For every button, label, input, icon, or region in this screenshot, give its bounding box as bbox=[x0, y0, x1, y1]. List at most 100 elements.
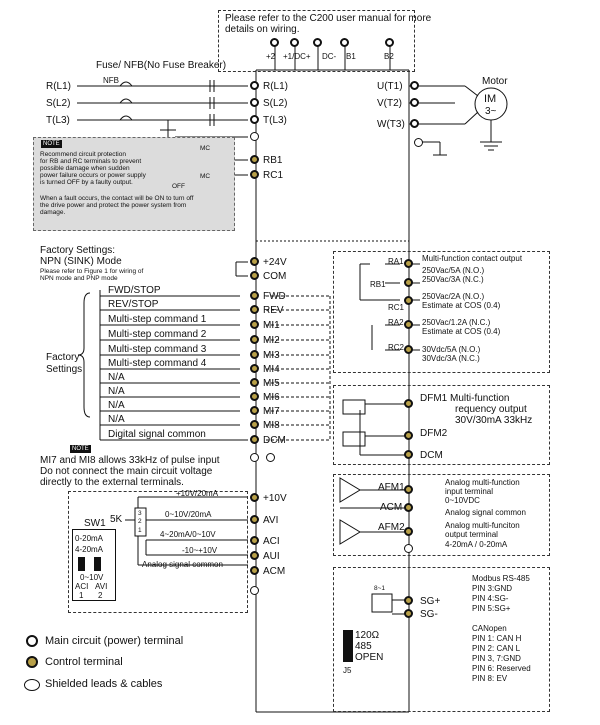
dfm-terminal bbox=[404, 431, 413, 440]
input-function: Multi-step command 2 bbox=[108, 329, 207, 340]
sw1-option: 0~10V bbox=[80, 573, 104, 582]
note-box bbox=[218, 10, 415, 72]
main-terminal-s bbox=[250, 98, 259, 107]
dfm-label: DFM2 bbox=[420, 428, 448, 439]
dip-switch[interactable] bbox=[78, 557, 85, 571]
afm-label: AFM2 bbox=[378, 522, 405, 533]
pot-pin: 1 bbox=[138, 527, 142, 534]
input-function: N/A bbox=[108, 414, 125, 425]
output-terminal-u bbox=[410, 81, 419, 90]
relay-output-section bbox=[333, 251, 550, 373]
analog-in-terminal bbox=[250, 536, 259, 545]
note-tag: NOTE bbox=[41, 140, 62, 148]
note-tag: NOTE bbox=[70, 445, 91, 453]
input-line-s: S(L2) bbox=[46, 98, 71, 109]
factory-side-label: Factory bbox=[46, 352, 80, 363]
factory-mode: NPN (SINK) Mode bbox=[40, 256, 122, 267]
analog-in-desc: +10V/20mA bbox=[176, 489, 219, 498]
relay-terminal-label: RB1 bbox=[263, 155, 283, 166]
motor-label: Motor bbox=[482, 76, 508, 87]
analog-in-desc: 0~10V/20mA bbox=[165, 510, 212, 519]
dfm-label: DCM bbox=[420, 450, 443, 461]
main-terminal-t bbox=[250, 115, 259, 124]
input-function: FWD/STOP bbox=[108, 285, 161, 296]
control-terminal-mi4 bbox=[250, 364, 259, 373]
legend-shield-label: Shielded leads & cables bbox=[45, 678, 163, 690]
afm-desc: Analog multi-funciton bbox=[445, 521, 520, 530]
control-terminal-mi7 bbox=[250, 406, 259, 415]
analog-in-label: ACM bbox=[263, 566, 286, 577]
main-terminal-r bbox=[250, 81, 259, 90]
output-terminal-v bbox=[410, 98, 419, 107]
input-function: Digital signal common bbox=[108, 429, 206, 440]
control-terminal--24v bbox=[250, 257, 259, 266]
afm-terminal bbox=[404, 527, 413, 536]
output-terminal-w bbox=[410, 119, 419, 128]
relay-spec: 250Vac/2A (N.O.) bbox=[422, 292, 485, 301]
protection-note-line: Recommend circuit protection bbox=[40, 151, 126, 158]
analog-in-desc: 4~20mA/0~10V bbox=[160, 530, 216, 539]
afm-label: ACM bbox=[380, 502, 403, 513]
control-terminal-mi3 bbox=[250, 350, 259, 359]
main-input-label: S(L2) bbox=[263, 98, 288, 109]
dc-label: +1/DC+ bbox=[283, 52, 311, 61]
protection-note-line: the drive power and protect the power sy… bbox=[40, 202, 187, 209]
afm-desc: 4-20mA / 0-20mA bbox=[445, 540, 508, 549]
ground-icon bbox=[404, 544, 413, 553]
dip-switch[interactable] bbox=[94, 557, 101, 571]
ctrl-label: MI5 bbox=[263, 378, 280, 389]
sw1-option: 0-20mA bbox=[75, 534, 104, 543]
relay-out-terminal bbox=[404, 259, 413, 268]
control-terminal-mi5 bbox=[250, 378, 259, 387]
sw1-option: 4-20mA bbox=[75, 545, 104, 554]
modbus-line: PIN 3:GND bbox=[472, 584, 513, 593]
ground-icon bbox=[250, 132, 259, 141]
modbus-line: Modbus RS-485 bbox=[472, 574, 530, 583]
afm-terminal bbox=[404, 503, 413, 512]
relay-out-terminal bbox=[404, 296, 413, 305]
relay-terminal-rb1 bbox=[250, 155, 259, 164]
protection-note-line: for RB and RC terminals to prevent bbox=[40, 158, 142, 165]
dc-terminal bbox=[313, 38, 322, 47]
input-function: REV/STOP bbox=[108, 299, 159, 310]
control-terminal-mi2 bbox=[250, 335, 259, 344]
input-line-r: R(L1) bbox=[46, 81, 72, 92]
output-label: U(T1) bbox=[377, 81, 403, 92]
protection-note-area bbox=[33, 137, 235, 231]
relay-output-title: Multi-function contact output bbox=[422, 254, 523, 263]
dfm-terminal bbox=[404, 399, 413, 408]
canopen-line: PIN 2: CAN L bbox=[472, 644, 521, 653]
relay-spec: 30Vdc/5A (N.O.) bbox=[422, 345, 481, 354]
analog-in-desc: Analog signal common bbox=[142, 560, 223, 569]
afm-desc: Analog signal common bbox=[445, 508, 526, 517]
main-input-label: R(L1) bbox=[263, 81, 289, 92]
relay-out-terminal bbox=[404, 320, 413, 329]
jumper-block[interactable] bbox=[343, 630, 353, 662]
motor-symbol: IM bbox=[484, 93, 497, 105]
factory-hint: Please refer to Figure 1 for wiring of bbox=[40, 268, 144, 275]
factory-hint: NPN mode and PNP mode bbox=[40, 275, 118, 282]
ctrl-label: MI2 bbox=[263, 335, 280, 346]
mi-note-line: directly to the external terminals. bbox=[40, 477, 184, 488]
protection-note-line: When a fault occurs, the contact will be… bbox=[40, 195, 194, 202]
ctrl-label: MI4 bbox=[263, 364, 280, 375]
relay-out-label: RA1 bbox=[388, 257, 404, 266]
ctrl-label: MI3 bbox=[263, 350, 280, 361]
ctrl-label: MI7 bbox=[263, 406, 280, 417]
ctrl-label: REV bbox=[263, 305, 284, 316]
afm-desc: Analog multi-function bbox=[445, 478, 520, 487]
analog-in-terminal bbox=[250, 493, 259, 502]
relay-spec: 30Vdc/3A (N.C.) bbox=[422, 354, 480, 363]
mi-note-line: Do not connect the main circuit voltage bbox=[40, 466, 213, 477]
dc-terminal bbox=[290, 38, 299, 47]
ctrl-label: MI8 bbox=[263, 420, 280, 431]
input-function: Multi-step command 4 bbox=[108, 358, 207, 369]
relay-spec: 250Vac/5A (N.O.) bbox=[422, 266, 485, 275]
relay-spec: Estimate at COS (0.4) bbox=[422, 301, 501, 310]
dfm-desc: Multi-function bbox=[450, 393, 510, 404]
input-function: N/A bbox=[108, 400, 125, 411]
dc-label: DC- bbox=[322, 52, 337, 61]
canopen-line: PIN 8: EV bbox=[472, 674, 508, 683]
analog-in-label: AUI bbox=[263, 551, 280, 562]
output-label: W(T3) bbox=[377, 119, 405, 130]
